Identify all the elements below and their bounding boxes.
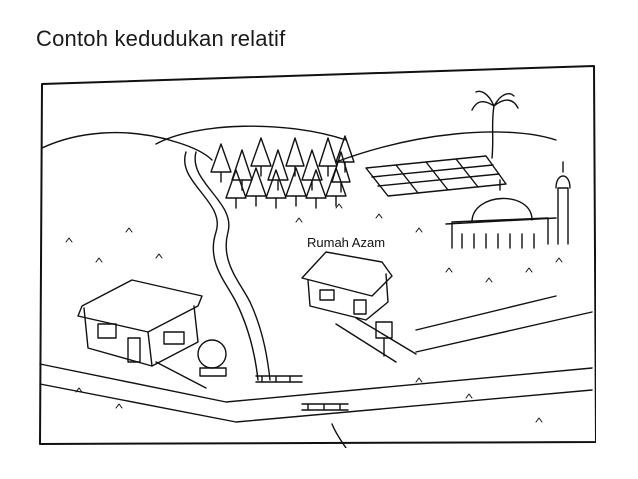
- stream-bottom: [331, 423, 347, 448]
- palm-tree-icon: [471, 90, 519, 159]
- bridge-icon-upper: [255, 375, 303, 383]
- hill-center: [155, 125, 347, 145]
- road-branch-mosque: [415, 311, 593, 353]
- house-left-icon: [77, 279, 203, 367]
- road-branch-house: [155, 361, 207, 389]
- bridge-icon-lower: [301, 403, 349, 411]
- house-azam-icon: [301, 251, 393, 321]
- river-bank: [194, 151, 271, 381]
- slide-title: Contoh kedudukan relatif: [36, 26, 286, 51]
- frame-border: [39, 65, 596, 445]
- hill-right: [335, 131, 557, 163]
- mosque-icon: [445, 161, 571, 249]
- river: [183, 151, 259, 381]
- village-map-illustration: Rumah Azam: [36, 62, 596, 448]
- road-branch-mosque-2: [415, 295, 557, 331]
- road-branch-azam-2: [355, 317, 417, 355]
- road-branch-azam: [335, 323, 397, 363]
- post-box-icon: [375, 321, 393, 357]
- road-main-upper: [39, 363, 593, 403]
- hill-left: [41, 131, 213, 161]
- forest-trees-icon: [210, 135, 355, 209]
- house-label: Rumah Azam: [305, 235, 388, 250]
- water-tank-icon: [197, 339, 227, 377]
- grass-tufts: [65, 203, 563, 423]
- paddy-field: [365, 155, 507, 197]
- road-main-lower: [39, 383, 593, 423]
